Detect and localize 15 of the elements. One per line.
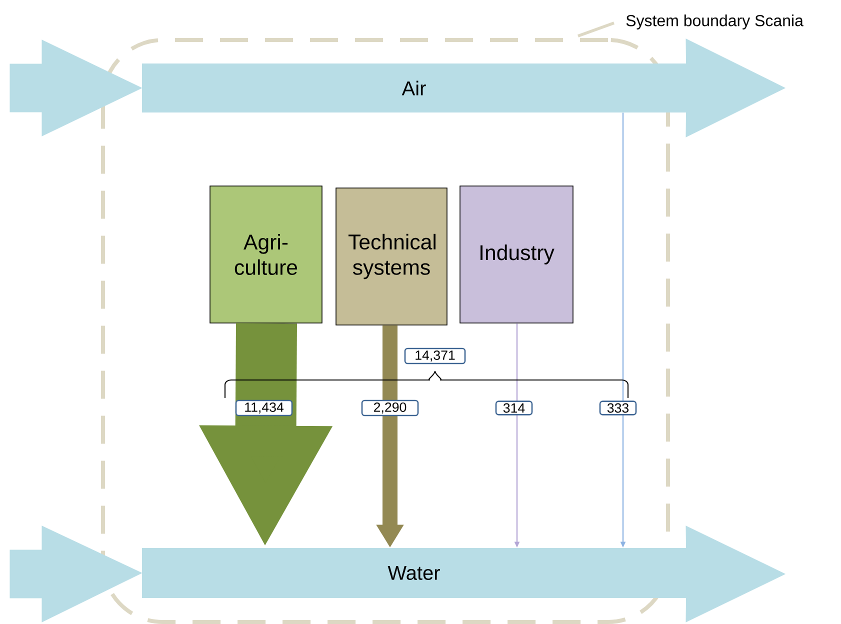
flow-arrow (10, 526, 142, 622)
node-label: Air (402, 80, 426, 96)
flow-arrow (686, 38, 786, 138)
flow-arrow (10, 40, 142, 136)
source-box: Agri- culture (210, 186, 322, 324)
source-box: Technical systems (336, 188, 448, 326)
flow-arrow (686, 526, 786, 622)
node-label: Water (388, 566, 440, 580)
edge-label: 314 (495, 400, 533, 416)
edge-label: 2,290 (361, 400, 419, 416)
edge-label: 333 (599, 400, 637, 416)
boundary-label: System boundary Scania (626, 14, 804, 30)
edge-label: 11,434 (235, 400, 293, 416)
total-label: 14,371 (404, 348, 466, 364)
source-box: Industry (460, 186, 574, 324)
